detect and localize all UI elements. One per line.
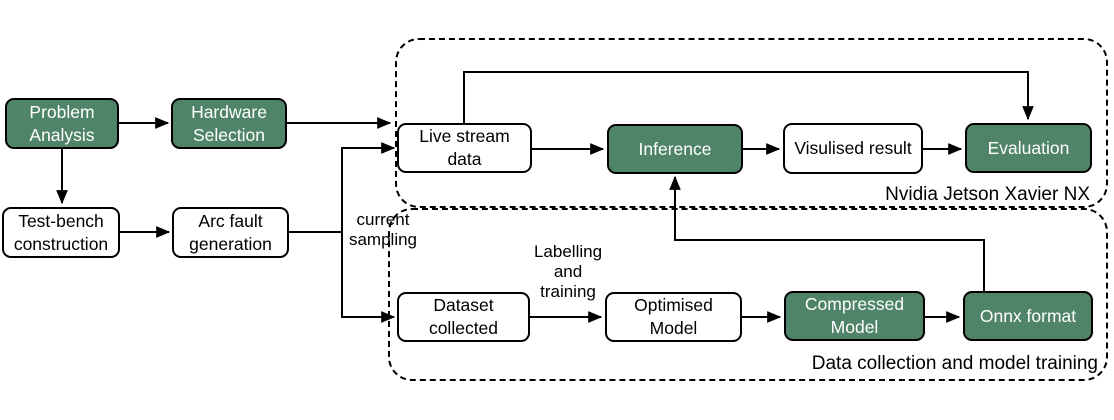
node-dataset-collected: Dataset collected [397,292,530,342]
container-label-nvidia-jetson: Nvidia Jetson Xavier NX [885,184,1090,205]
node-problem-analysis: Problem Analysis [5,98,119,149]
node-hardware-selection: Hardware Selection [171,98,287,149]
node-test-bench-construction: Test-bench construction [2,207,120,258]
node-arc-fault-generation: Arc fault generation [172,207,289,258]
node-evaluation: Evaluation [965,123,1092,173]
edge-label-current-sampling: current sampling [348,210,418,250]
container-label-data-collection: Data collection and model training [811,353,1098,374]
connector-livestream-to-evaluation [463,71,1034,123]
container-nvidia-jetson: Nvidia Jetson Xavier NX [395,38,1108,208]
node-onnx-format: Onnx format [963,291,1093,341]
node-inference: Inference [607,124,743,174]
node-compressed-model: Compressed Model [784,291,925,341]
node-visulised-result: Visulised result [783,123,923,174]
container-data-collection: Data collection and model training [388,208,1108,381]
connector-branch-to-livestream [341,142,396,232]
edge-label-labelling-training: Labelling and training [533,242,603,302]
node-optimised-model: Optimised Model [605,292,742,342]
node-live-stream-data: Live stream data [397,123,532,173]
connector-branch-to-dataset [341,232,396,323]
